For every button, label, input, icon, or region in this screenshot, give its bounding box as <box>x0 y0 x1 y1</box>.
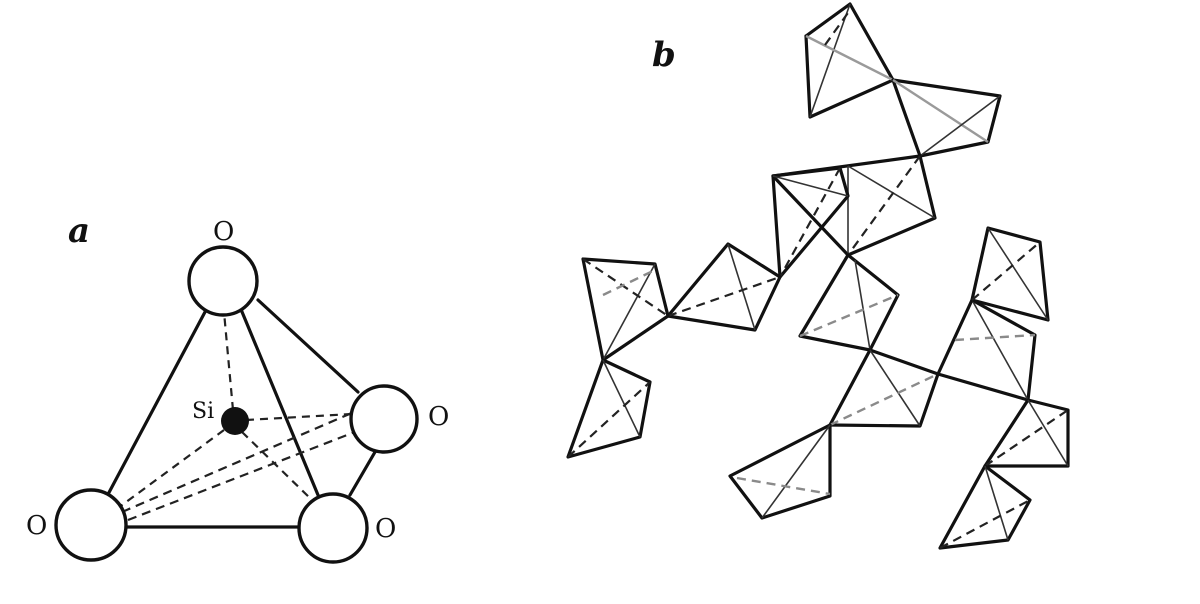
tetrahedron-b-4 <box>771 166 850 279</box>
si-o-bonds <box>117 311 353 509</box>
tetrahedron-edges <box>103 298 377 529</box>
tetrahedron-b-13 <box>983 398 1070 468</box>
tetrahedron-b-9 <box>828 348 940 428</box>
oxygen-atom-bottom-left <box>54 488 128 562</box>
tetrahedron-hidden-edges <box>121 410 361 522</box>
oxygen-atom-bottom-right <box>297 492 369 564</box>
tetrahedron-b-12 <box>970 226 1050 322</box>
oxygen-atom-right <box>349 384 419 454</box>
tetrahedron-b-11 <box>936 298 1037 402</box>
oxygen-atom-top <box>187 245 259 317</box>
tetrahedron-b-7 <box>566 358 652 459</box>
tetrahedron-b-1 <box>804 2 895 119</box>
panel-a: a O O O O Si <box>26 211 449 564</box>
oxygen-label-top: O <box>213 217 234 247</box>
tetrahedron-b-10 <box>728 423 832 520</box>
tetrahedron-b-14 <box>938 464 1032 550</box>
silicon-label: Si <box>192 399 214 424</box>
silicon-atom <box>221 407 249 435</box>
panel-b: b <box>566 2 1070 550</box>
oxygen-label-bottom-right: O <box>375 514 396 544</box>
panel-a-label: a <box>68 211 90 251</box>
tetrahedron-b-3 <box>771 154 937 257</box>
tetrahedron-b-8 <box>798 253 900 352</box>
tetrahedron-b-2 <box>891 78 1002 158</box>
panel-b-label: b <box>652 35 676 75</box>
oxygen-label-bottom-left: O <box>26 511 47 541</box>
tetrahedron-b-5 <box>666 242 782 332</box>
oxygen-label-right: O <box>428 402 449 432</box>
tetrahedron-b-6 <box>581 257 670 362</box>
